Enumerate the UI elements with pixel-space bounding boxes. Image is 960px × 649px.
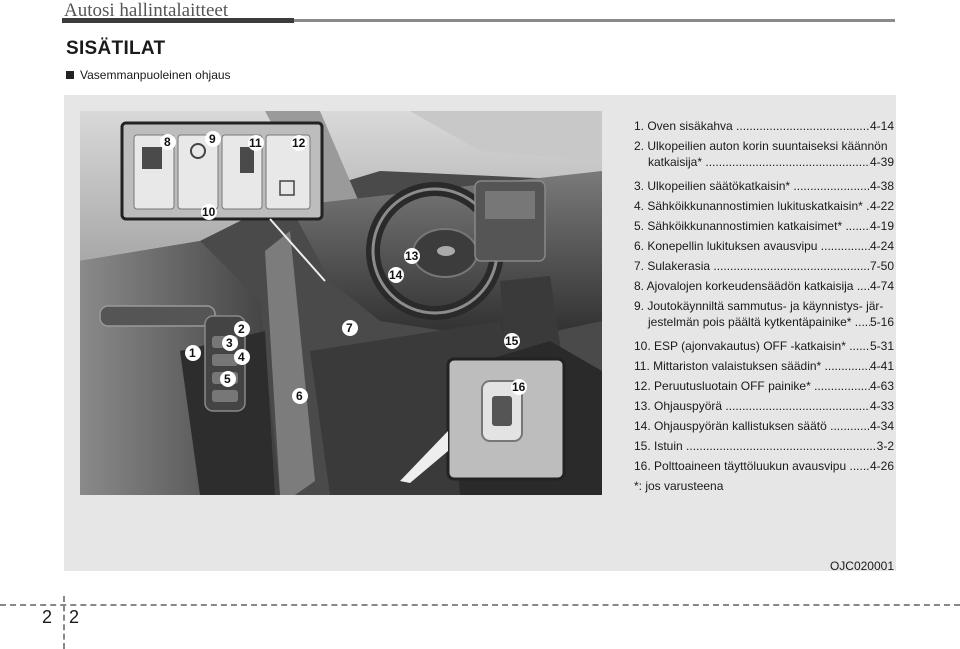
list-item: 5. Sähköikkunannostimien katkaisimet*4-1…	[634, 218, 894, 238]
subtitle-text: Vasemmanpuoleinen ohjaus	[80, 68, 231, 82]
callout-5: 5	[224, 372, 231, 386]
callout-16: 16	[512, 380, 526, 394]
list-item: 12. Peruutusluotain OFF painike*4-63	[634, 378, 894, 398]
callout-13: 13	[405, 249, 419, 263]
list-item: 10. ESP (ajonvakautus) OFF -katkaisin*5-…	[634, 338, 894, 358]
page-number: 2	[69, 607, 80, 627]
header-title: Autosi hallintalaitteet	[64, 0, 229, 21]
header-rule	[294, 19, 895, 22]
list-item: 4. Sähköikkunannostimien lukituskatkaisi…	[634, 198, 894, 218]
interior-photo: 8 9 11 12 10 1 2 3 4 5 6 7 13 14 15 16	[80, 111, 602, 495]
callout-11: 11	[249, 136, 262, 150]
section-subtitle: Vasemmanpuoleinen ohjaus	[66, 68, 231, 82]
list-item: 15. Istuin3-2	[634, 438, 894, 458]
section-title: SISÄTILAT	[66, 38, 166, 59]
callout-12: 12	[292, 136, 306, 150]
callout-labels: 8 9 11 12 10 1 2 3 4 5 6 7 13 14 15 16	[160, 131, 527, 404]
list-item: 1. Oven sisäkahva4-14	[634, 118, 894, 138]
square-bullet-icon	[66, 71, 74, 79]
callout-14: 14	[389, 268, 403, 282]
callout-2: 2	[238, 322, 245, 336]
list-item: 16. Polttoaineen täyttöluukun avausvipu4…	[634, 458, 894, 478]
list-item: 8. Ajovalojen korkeudensäädön katkaisija…	[634, 278, 894, 298]
component-list: 1. Oven sisäkahva4-14 2. Ulkopeilien aut…	[634, 118, 894, 494]
callout-6: 6	[296, 389, 303, 403]
list-item: 9. Joutokäynniltä sammutus- ja käynnisty…	[634, 298, 894, 338]
list-item: 6. Konepellin lukituksen avausvipu4-24	[634, 238, 894, 258]
list-item: 7. Sulakerasia7-50	[634, 258, 894, 278]
list-item: 11. Mittariston valaistuksen säädin*4-41	[634, 358, 894, 378]
list-item: 2. Ulkopeilien auton korin suuntaiseksi …	[634, 138, 894, 178]
footer-rule	[0, 604, 960, 606]
chapter-number: 2	[42, 607, 53, 627]
header-bar	[62, 18, 294, 23]
callout-10: 10	[202, 205, 216, 219]
callout-9: 9	[209, 132, 216, 146]
footnote: *: jos varusteena	[634, 479, 724, 493]
figure-code: OJC020001	[829, 559, 894, 573]
callout-3: 3	[226, 336, 233, 350]
list-item: 3. Ulkopeilien säätökatkaisin*4-38	[634, 178, 894, 198]
interior-illustration: 8 9 11 12 10 1 2 3 4 5 6 7 13 14 15 16	[80, 111, 602, 495]
list-item: 14. Ohjauspyörän kallistuksen säätö4-34	[634, 418, 894, 438]
callout-4: 4	[238, 350, 245, 364]
callout-8: 8	[164, 135, 171, 149]
footer-divider	[63, 596, 65, 649]
list-item: 13. Ohjauspyörä4-33	[634, 398, 894, 418]
callout-1: 1	[189, 346, 196, 360]
callout-7: 7	[346, 321, 353, 335]
callout-15: 15	[505, 334, 519, 348]
